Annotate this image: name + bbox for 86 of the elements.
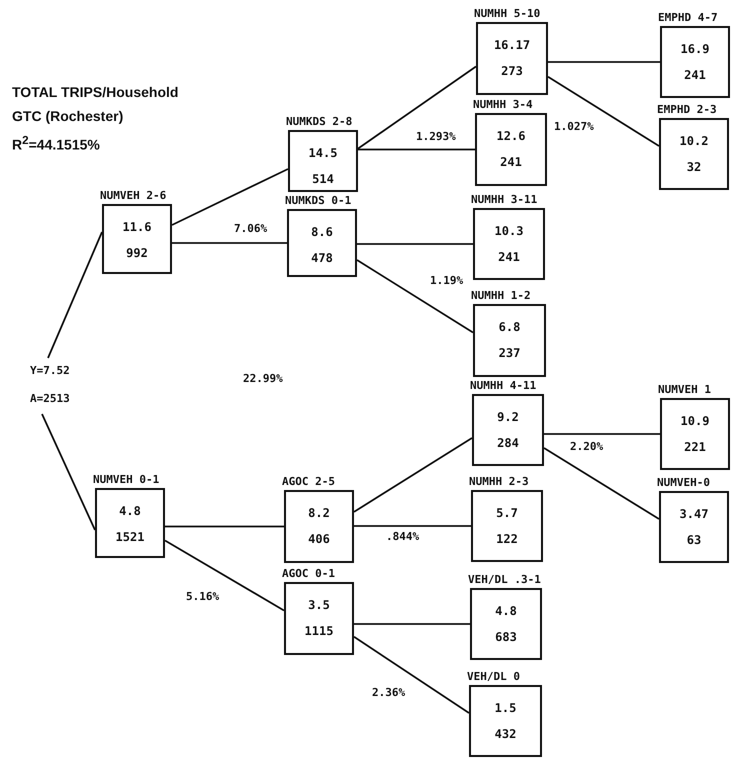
split-percentage: 2.36% xyxy=(372,686,406,699)
split-percentage: 1.19% xyxy=(430,274,464,287)
split-variable-label: NUMVEH 2-6 xyxy=(100,189,166,202)
sample-count: 32 xyxy=(686,160,702,174)
tree-branch-line xyxy=(41,414,96,530)
mean-value: 4.8 xyxy=(118,504,142,518)
tree-branch-line xyxy=(354,525,471,527)
tree-branch-line xyxy=(544,447,660,520)
mean-value: 8.6 xyxy=(310,225,334,239)
mean-value: 9.2 xyxy=(496,410,520,424)
split-variable-label: NUMHH 2-3 xyxy=(469,475,529,488)
split-percentage: 2.20% xyxy=(570,440,604,453)
sample-count: 273 xyxy=(500,64,524,78)
sample-count: 241 xyxy=(499,155,523,169)
tree-branch-line xyxy=(354,437,472,513)
tree-branch-line xyxy=(172,242,287,244)
split-variable-label: VEH/DL .3-1 xyxy=(468,573,541,586)
split-variable-label: NUMHH 4-11 xyxy=(470,379,536,392)
sample-count: 406 xyxy=(307,532,331,546)
split-variable-label: NUMHH 1-2 xyxy=(471,289,531,302)
subtitle: GTC (Rochester) xyxy=(12,108,124,125)
sample-count: 514 xyxy=(311,172,335,186)
sample-count: 992 xyxy=(125,246,149,260)
sample-count: 432 xyxy=(494,727,518,741)
tree-branch-line xyxy=(548,61,660,63)
tree-branch-line xyxy=(165,526,284,528)
chart-title: TOTAL TRIPS/Household xyxy=(12,84,178,101)
split-percentage: 1.027% xyxy=(554,120,594,133)
tree-branch-line xyxy=(164,540,284,612)
split-variable-label: NUMHH 3-11 xyxy=(471,193,538,206)
split-percentage: .844% xyxy=(386,530,420,543)
tree-branch-line xyxy=(354,636,470,714)
mean-value: 6.8 xyxy=(498,320,522,334)
split-variable-label: NUMVEH 0-1 xyxy=(93,473,160,486)
split-variable-label: NUMVEH-0 xyxy=(657,476,710,489)
sample-count: 478 xyxy=(310,251,334,265)
split-percentage: 1.293% xyxy=(416,130,456,143)
split-variable-label: NUMHH 3-4 xyxy=(473,98,533,111)
split-variable-label: AGOC 2-5 xyxy=(282,475,335,488)
mean-value: 1.5 xyxy=(494,701,518,715)
split-percentage: 22.99% xyxy=(243,372,283,385)
split-variable-label: EMPHD 4-7 xyxy=(658,11,718,24)
split-percentage: 7.06% xyxy=(234,222,268,235)
sample-count: 284 xyxy=(496,436,520,450)
mean-value: 10.2 xyxy=(678,134,710,148)
tree-branch-line xyxy=(356,259,474,334)
sample-count: 221 xyxy=(683,440,707,454)
mean-value: 3.47 xyxy=(678,507,710,521)
split-variable-label: NUMVEH 1 xyxy=(658,383,711,396)
tree-branch-line xyxy=(544,433,660,435)
sample-count: 241 xyxy=(683,68,707,82)
tree-branch-line xyxy=(548,76,660,147)
sample-count: 1521 xyxy=(114,530,146,544)
mean-value: 3.5 xyxy=(307,598,331,612)
split-variable-label: NUMKDS 2-8 xyxy=(286,115,352,128)
sample-count: 683 xyxy=(494,630,518,644)
tree-branch-line xyxy=(358,148,475,150)
sample-count: 63 xyxy=(686,533,702,547)
mean-value: 11.6 xyxy=(122,220,152,234)
root-statistic: Y=7.52 xyxy=(30,364,70,377)
mean-value: 4.8 xyxy=(494,604,518,618)
mean-value: 16.17 xyxy=(492,38,532,52)
mean-value: 10.3 xyxy=(494,224,524,238)
tree-branch-line xyxy=(354,623,470,625)
sample-count: 237 xyxy=(498,346,522,360)
mean-value: 14.5 xyxy=(308,146,338,160)
mean-value: 12.6 xyxy=(496,129,526,143)
sample-count: 241 xyxy=(497,250,521,264)
tree-branch-line xyxy=(357,66,477,150)
root-statistic: A=2513 xyxy=(30,392,70,405)
tree-branch-line xyxy=(47,232,103,358)
split-percentage: 5.16% xyxy=(186,590,220,603)
split-variable-label: NUMKDS 0-1 xyxy=(285,194,352,207)
mean-value: 16.9 xyxy=(680,42,710,56)
tree-branch-line xyxy=(172,168,288,226)
split-variable-label: EMPHD 2-3 xyxy=(657,103,717,116)
mean-value: 8.2 xyxy=(307,506,331,520)
mean-value: 10.9 xyxy=(680,414,710,428)
split-variable-label: NUMHH 5-10 xyxy=(474,7,540,20)
split-variable-label: AGOC 0-1 xyxy=(282,567,335,580)
split-variable-label: VEH/DL 0 xyxy=(467,670,520,683)
subtitle: R$^{2}$=44.1515% xyxy=(12,133,100,154)
sample-count: 1115 xyxy=(304,624,334,638)
tree-branch-line xyxy=(357,243,473,245)
mean-value: 5.7 xyxy=(495,506,519,520)
sample-count: 122 xyxy=(495,532,519,546)
